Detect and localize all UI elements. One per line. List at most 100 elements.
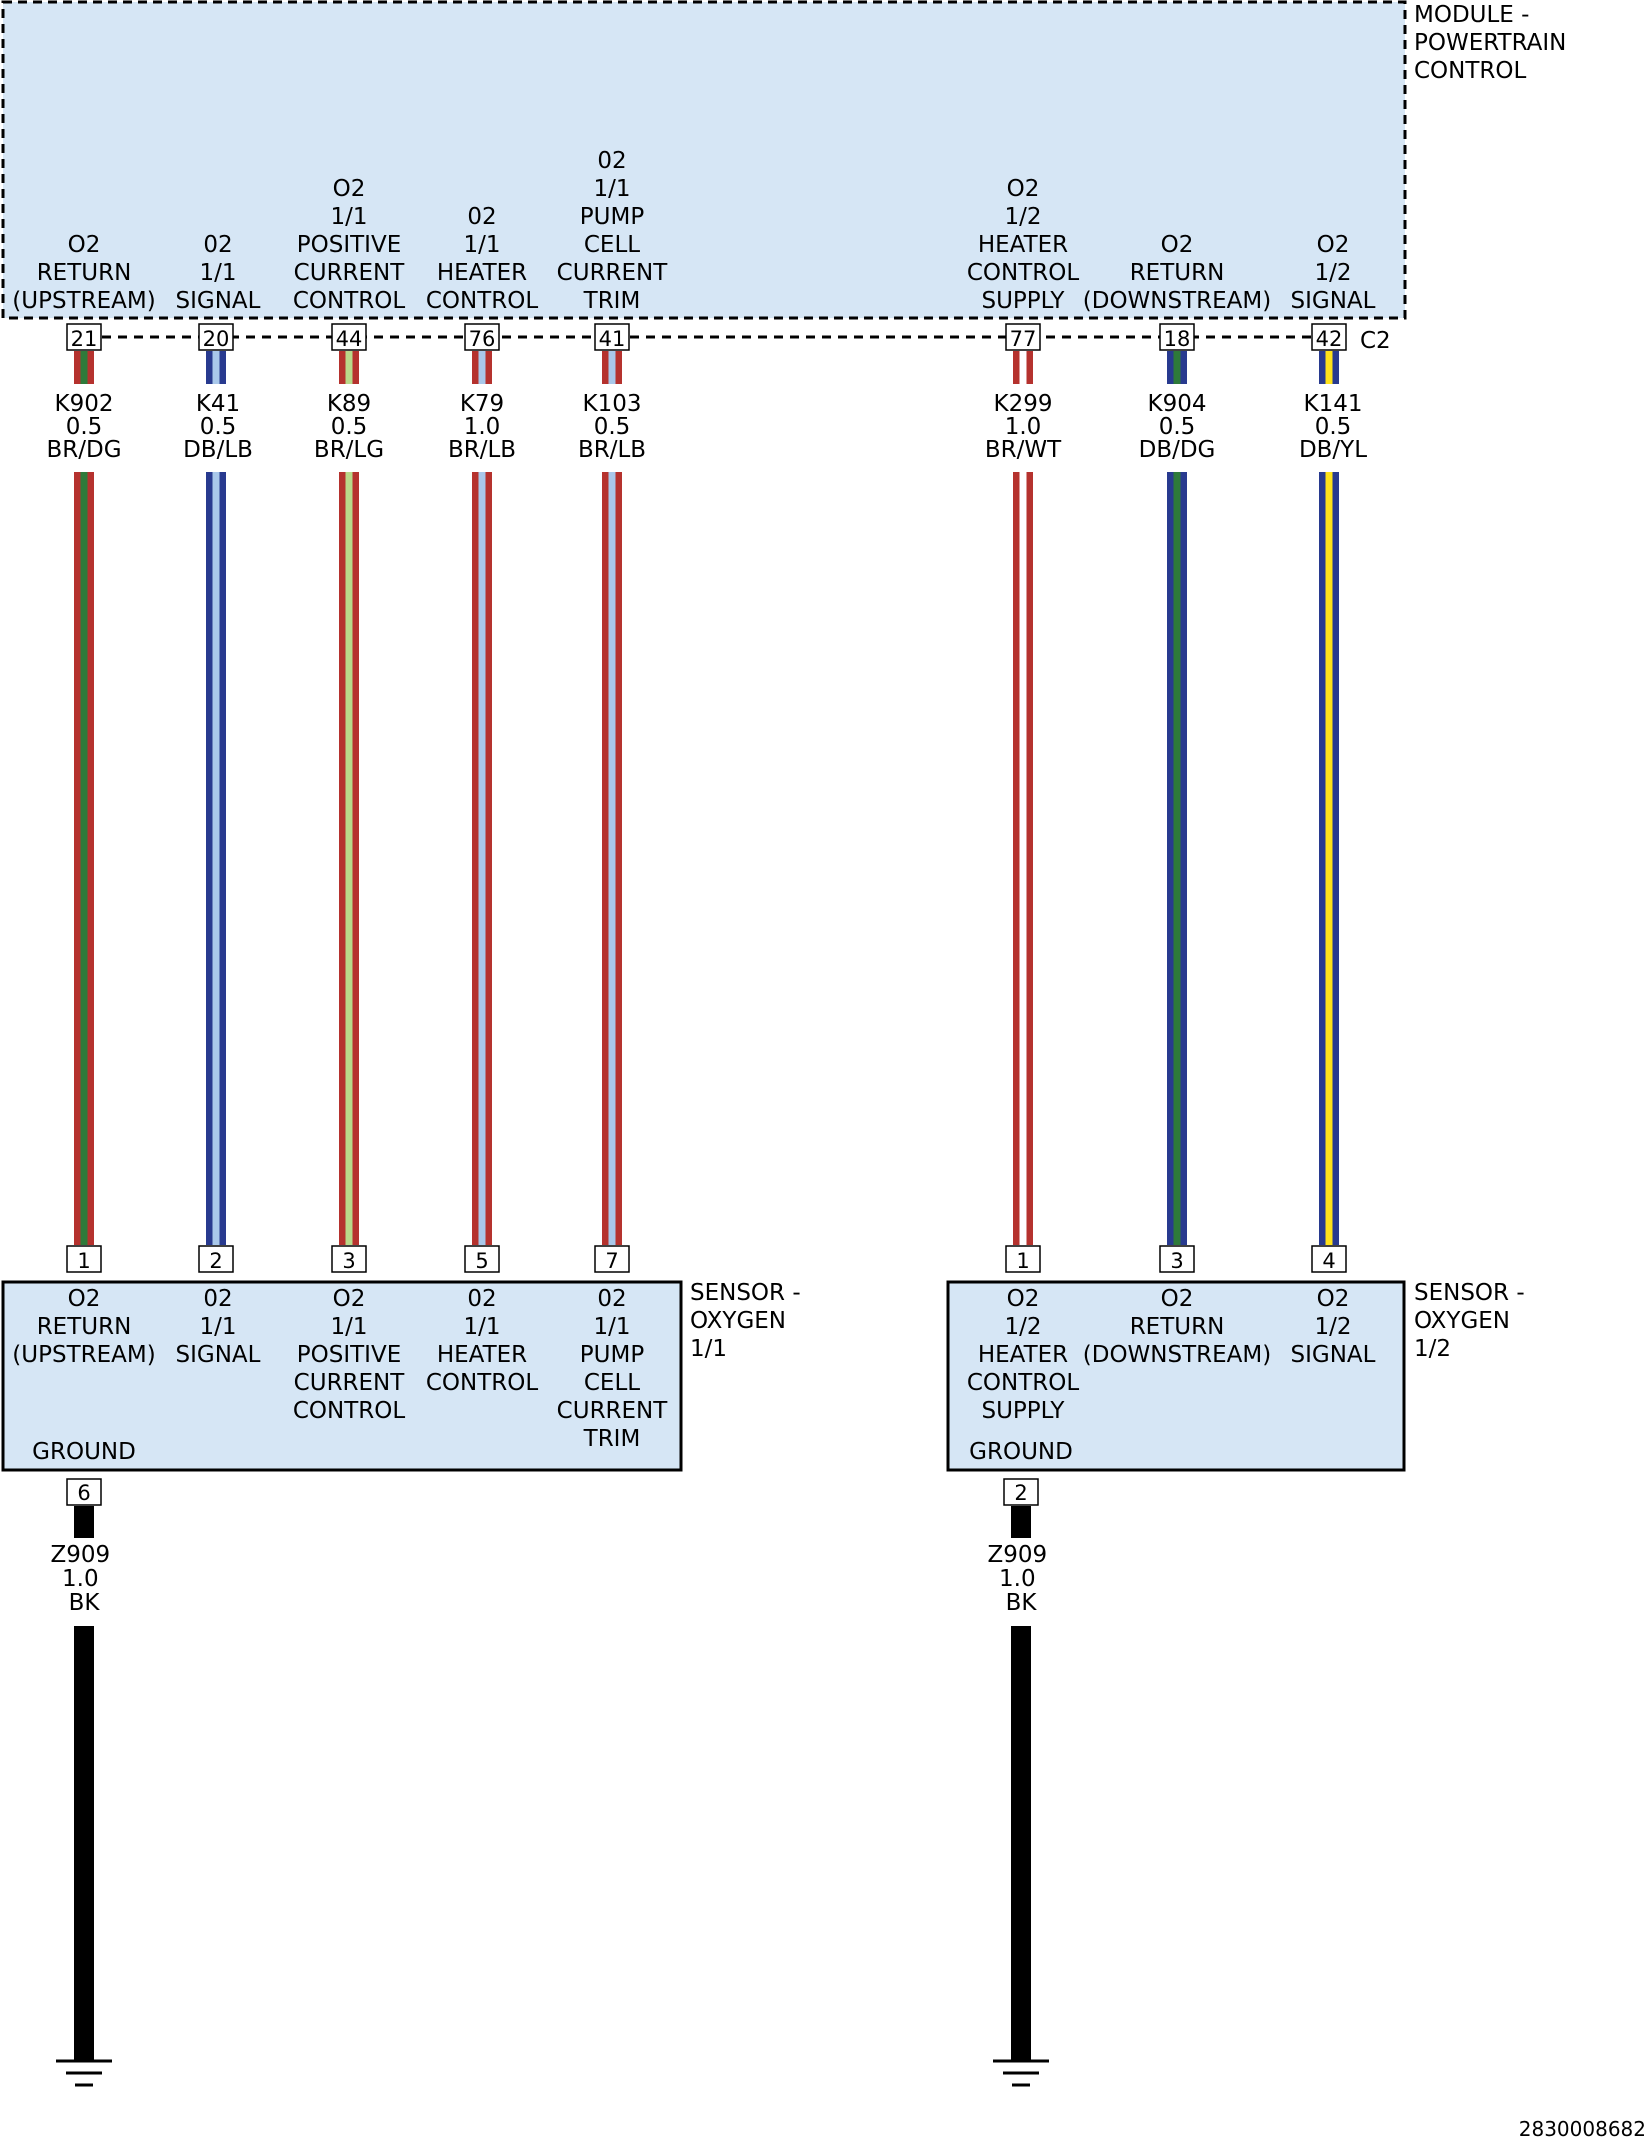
ground-1-gauge: 1.0 [62,1566,99,1592]
wire-K902 [74,472,94,1245]
sensor-1-1-pin-number: 2 [209,1249,222,1273]
ground-pin-label-1: 6 [77,1481,90,1505]
pcm-pin-number: 20 [203,327,230,351]
wire-K299 [1013,351,1033,384]
sensor-1-2-pin-box [1005,1245,1041,1273]
pcm-pin-number: 76 [469,327,496,351]
ground-pin-label-2: 2 [1014,1481,1027,1505]
ground-1-color: BK [69,1590,101,1616]
sensor-1-2-pin-box [1159,1245,1195,1273]
pcm-pin-number: 42 [1316,327,1343,351]
sensor-1-1-pin-box [594,1245,630,1273]
ground-pin-box-2 [1003,1478,1039,1506]
pcm-pin-number: 44 [336,327,363,351]
document-number: 2830008682 [1519,2117,1646,2140]
ground-circuit-2: 2 Z909 1.0 BK [988,1478,1049,2087]
sensor-1-2-name-line-3: 1/2 [1414,1336,1451,1362]
pcm-pin-box [1159,323,1195,351]
wire-K41 [206,472,226,1245]
ground-wire-2 [1011,1626,1031,2060]
ground-2-color: BK [1006,1590,1038,1616]
sensor-1-2-ground-label: GROUND [969,1439,1073,1465]
pcm-pin-box [66,323,102,351]
sensor-1-1-pin-box [198,1245,234,1273]
pcm-pin-box [198,323,234,351]
pcm-name: MODULE - POWERTRAIN CONTROL [1414,2,1574,84]
pcm-name-line-1: MODULE - [1414,2,1529,28]
pcm-pin-number: 21 [71,327,98,351]
ground-wire-top-1 [74,1506,94,1538]
sensor-1-1-pin-number: 7 [605,1249,618,1273]
pcm-pin-number: 18 [1164,327,1191,351]
sensor-1-2-pin-boxes: 1 3 4 [1005,1245,1347,1273]
ground-2-circuit: Z909 [988,1542,1048,1568]
ground-wire-label-1: Z909 1.0 BK [51,1542,118,1616]
sensor-1-1-name-line-3: 1/1 [690,1336,727,1362]
pcm-pin-boxes: 21 20 44 76 41 77 18 42 [66,323,1347,351]
wire-K89 [339,351,359,384]
pcm-pin-number: 41 [599,327,626,351]
ground-wire-top-2 [1011,1506,1031,1538]
sensor-1-1-name-line-1: SENSOR - [690,1280,801,1306]
ground-symbol-1 [56,2059,112,2087]
sensor-1-1-name: SENSOR - OXYGEN 1/1 [690,1280,808,1362]
sensor-1-1-box [1,1280,683,1472]
wire-K41 [206,351,226,384]
sensor-1-2-pin-number: 3 [1170,1249,1183,1273]
sensor-1-2-pin-box [1311,1245,1347,1273]
pcm-pin-number: 77 [1010,327,1037,351]
sensor-1-2-pin-number: 4 [1322,1249,1335,1273]
wire-K141 [1319,351,1339,384]
sensor-1-2-pin-number: 1 [1016,1249,1029,1273]
sensor-1-1-pin-number: 1 [77,1249,90,1273]
sensor-1-2-box [946,1280,1406,1472]
sensor-1-1-pin-box [464,1245,500,1273]
wire-K79 [472,351,492,384]
pcm-box [1,0,1407,320]
wire-K103 [602,351,622,384]
ground-pin-box-1 [66,1478,102,1506]
sensor-1-1-ground-label: GROUND [32,1439,136,1465]
wire-K89 [339,472,359,1245]
pcm-pin-box [331,323,367,351]
pcm-pin-box [464,323,500,351]
circuit-wires [74,351,1339,1245]
wire-K902 [74,351,94,384]
sensor-1-1-pin-number: 5 [475,1249,488,1273]
ground-wire-1 [74,1626,94,2060]
sensor-1-1-pin-number: 3 [342,1249,355,1273]
wire-K141 [1319,472,1339,1245]
sensor-1-1-pin-boxes: 1 2 3 5 7 [66,1245,630,1273]
sensor-1-1-name-line-2: OXYGEN [690,1308,786,1334]
pcm-pin-box [594,323,630,351]
wire-K904 [1167,472,1187,1245]
pcm-pin-box [1005,323,1041,351]
pcm-name-line-2: POWERTRAIN [1414,30,1566,56]
